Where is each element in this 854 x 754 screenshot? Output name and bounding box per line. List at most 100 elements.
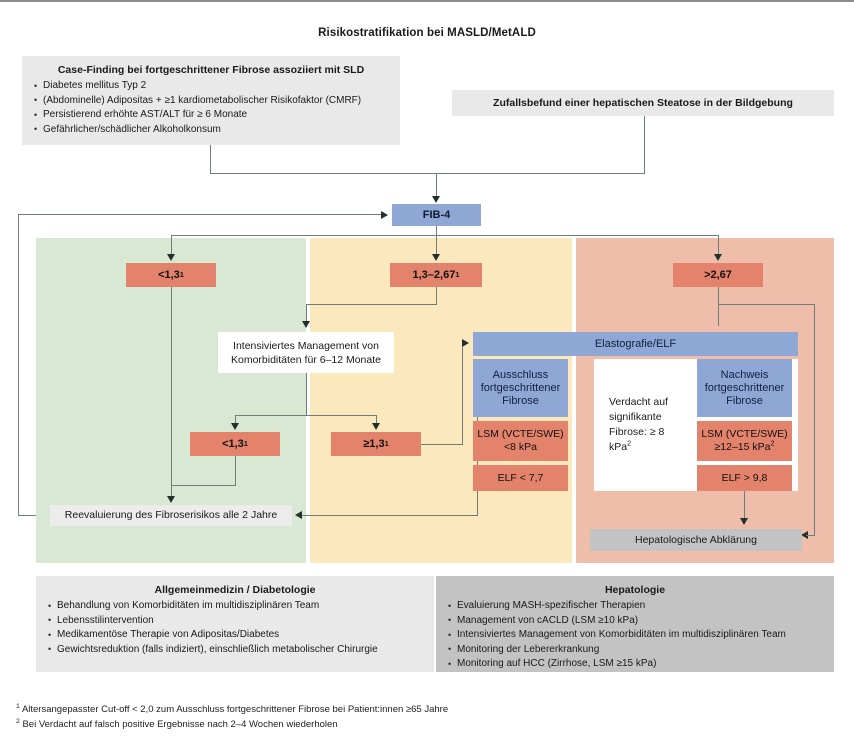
footnote-1: 1 Altersangepasster Cut-off < 2,0 zum Au… xyxy=(16,702,836,717)
list-item: Management von cACLD (LSM ≥10 kPa) xyxy=(448,613,834,629)
connector-intensified-down xyxy=(306,373,307,416)
arrow-feedback-into-fib4 xyxy=(381,210,388,219)
list-item: Behandlung von Komorbiditäten im multidi… xyxy=(48,599,434,614)
connector-recheck-split xyxy=(235,415,376,416)
arrow-into-fib4 xyxy=(431,196,440,203)
list-item: Persistierend erhöhte AST/ALT für ≥ 6 Mo… xyxy=(34,108,400,123)
node-exclude-advanced-fibrosis[interactable]: Ausschluss fortgeschrittener Fibrose xyxy=(473,359,568,417)
connector-merge-down xyxy=(436,173,437,198)
arrow-to-recheck-low xyxy=(230,423,239,430)
node-exclude-elf[interactable]: ELF < 7,7 xyxy=(473,465,568,491)
node-confirm-advanced-fibrosis[interactable]: Nachweis fortgeschrittener Fibrose xyxy=(697,359,792,417)
confirm-lsm-label: LSM (VCTE/SWE) ≥12–15 kPa xyxy=(701,428,788,453)
list-item: Gefährlicher/schädlicher Alkoholkonsum xyxy=(34,122,400,138)
connector-mid-down-1 xyxy=(436,287,437,304)
connector-confirm-down xyxy=(744,491,745,520)
connector-recheckhigh-right xyxy=(421,444,463,445)
arrow-low-to-reevaluate xyxy=(166,496,175,503)
connector-mid-left xyxy=(306,304,437,305)
connector-fib4-split xyxy=(171,235,718,236)
arrow-into-referral-bypass xyxy=(801,531,808,539)
node-elastography-header[interactable]: Elastografie/ELF xyxy=(473,332,798,356)
arrow-to-mid-node xyxy=(431,254,440,261)
arrow-into-intensified xyxy=(301,321,310,328)
connector-high-bypass-down xyxy=(814,304,815,536)
list-item: Diabetes mellitus Typ 2 xyxy=(34,79,400,94)
arrow-to-recheck-high xyxy=(371,423,380,430)
list-item: Lebensstilintervention xyxy=(48,613,434,629)
connector-mid-down-2 xyxy=(306,304,307,323)
node-hepatology-referral[interactable]: Hepatologische Abklärung xyxy=(590,529,802,551)
node-recheck-high-label: ≥1,3 xyxy=(363,437,385,450)
arrow-into-referral xyxy=(739,518,748,525)
connector-rechecklow-left xyxy=(171,485,236,486)
connector-feedback-top xyxy=(18,214,381,215)
primary-care-list: Behandlung von Komorbiditäten im multidi… xyxy=(36,599,434,657)
arrow-into-reevaluate-from-right xyxy=(295,511,302,519)
connector-recheck-right xyxy=(376,415,377,424)
footnote-ref: 2 xyxy=(770,439,775,448)
node-recheck-low-label: <1,3 xyxy=(222,437,244,450)
connector-to-low xyxy=(171,235,172,255)
list-item: Monitoring auf HCC (Zirrhose, LSM ≥15 kP… xyxy=(448,657,834,672)
node-exclude-lsm[interactable]: LSM (VCTE/SWE) <8 kPa xyxy=(473,421,568,461)
connector-rechecklow-down xyxy=(235,456,236,486)
arrow-into-elastography xyxy=(462,339,469,347)
connector-casefinding-down xyxy=(210,145,211,173)
primary-care-panel: Allgemeinmedizin / Diabetologie Behandlu… xyxy=(36,576,434,672)
list-item: Evaluierung MASH-spezifischer Therapien xyxy=(448,599,834,614)
connector-fib4-down xyxy=(436,226,437,238)
connector-to-high xyxy=(718,235,719,255)
incidental-finding-banner: Zufallsbefund einer hepatischen Steatose… xyxy=(452,90,834,116)
connector-bypass-into-referral xyxy=(806,535,815,536)
hepatology-list: Evaluierung MASH-spezifischer Therapien … xyxy=(436,599,834,672)
connector-recheckhigh-up xyxy=(462,343,463,445)
node-confirm-elf[interactable]: ELF > 9,8 xyxy=(697,465,792,491)
connector-feedback-vertical xyxy=(18,214,19,515)
connector-recheck-left xyxy=(235,415,236,424)
list-item: (Abdominelle) Adipositas + ≥1 kardiometa… xyxy=(34,93,400,109)
connector-high-right xyxy=(718,304,814,305)
arrow-to-low-node xyxy=(166,254,175,261)
footnote-text: Altersangepasster Cut-off < 2,0 zum Auss… xyxy=(21,704,449,715)
primary-care-heading: Allgemeinmedizin / Diabetologie xyxy=(154,584,316,596)
indeterminate-label: Verdacht auf signifikante Fibrose: ≥ 8 k… xyxy=(609,396,668,453)
footnote-marker: 2 xyxy=(16,717,20,725)
node-fib4-high[interactable]: >2,67 xyxy=(673,263,763,287)
page-title: Risikostratifikation bei MASLD/MetALD xyxy=(318,27,536,39)
node-confirm-lsm[interactable]: LSM (VCTE/SWE) ≥12–15 kPa2 xyxy=(697,421,792,461)
footnote-ref: 2 xyxy=(627,439,632,448)
footnote-text: Bei Verdacht auf falsch positive Ergebni… xyxy=(22,719,338,730)
case-finding-heading: Case-Finding bei fortgeschrittener Fibro… xyxy=(57,64,365,76)
connector-feedback-bottom xyxy=(18,515,50,516)
list-item: Medikamentöse Therapie von Adipositas/Di… xyxy=(48,628,434,643)
list-item: Monitoring der Lebererkrankung xyxy=(448,642,834,658)
node-fib4-low-label: <1,3 xyxy=(158,268,180,281)
connector-to-mid xyxy=(436,235,437,255)
node-intensified-management[interactable]: Intensiviertes Management von Komorbidit… xyxy=(218,332,394,373)
footnote-marker: 1 xyxy=(16,702,20,710)
connector-high-to-elasto xyxy=(718,304,719,326)
connector-incidental-left xyxy=(436,173,645,174)
connector-casefinding-right xyxy=(210,173,436,174)
list-item: Gewichtsreduktion (falls indiziert), ein… xyxy=(48,642,434,658)
list-item: Intensiviertes Management von Komorbidit… xyxy=(448,628,834,643)
arrow-to-high-node xyxy=(713,254,722,261)
connector-low-down xyxy=(171,287,172,498)
node-indeterminate-text: Verdacht auf signifikante Fibrose: ≥ 8 k… xyxy=(600,394,688,456)
case-finding-panel: Case-Finding bei fortgeschrittener Fibro… xyxy=(22,56,400,145)
case-finding-list: Diabetes mellitus Typ 2 (Abdominelle) Ad… xyxy=(22,79,400,137)
node-reevaluate[interactable]: Reevaluierung des Fibroserisikos alle 2 … xyxy=(50,505,292,526)
footnotes: 1 Altersangepasster Cut-off < 2,0 zum Au… xyxy=(16,702,836,732)
node-fib4-mid-label: 1,3–2,67 xyxy=(412,268,456,281)
node-fib4[interactable]: FIB-4 xyxy=(392,204,481,226)
hepatology-heading: Hepatologie xyxy=(604,584,666,596)
footnote-2: 2 Bei Verdacht auf falsch positive Ergeb… xyxy=(16,717,836,732)
hepatology-panel: Hepatologie Evaluierung MASH-spezifische… xyxy=(436,576,834,672)
connector-exclude-to-reevaluate xyxy=(302,515,477,516)
